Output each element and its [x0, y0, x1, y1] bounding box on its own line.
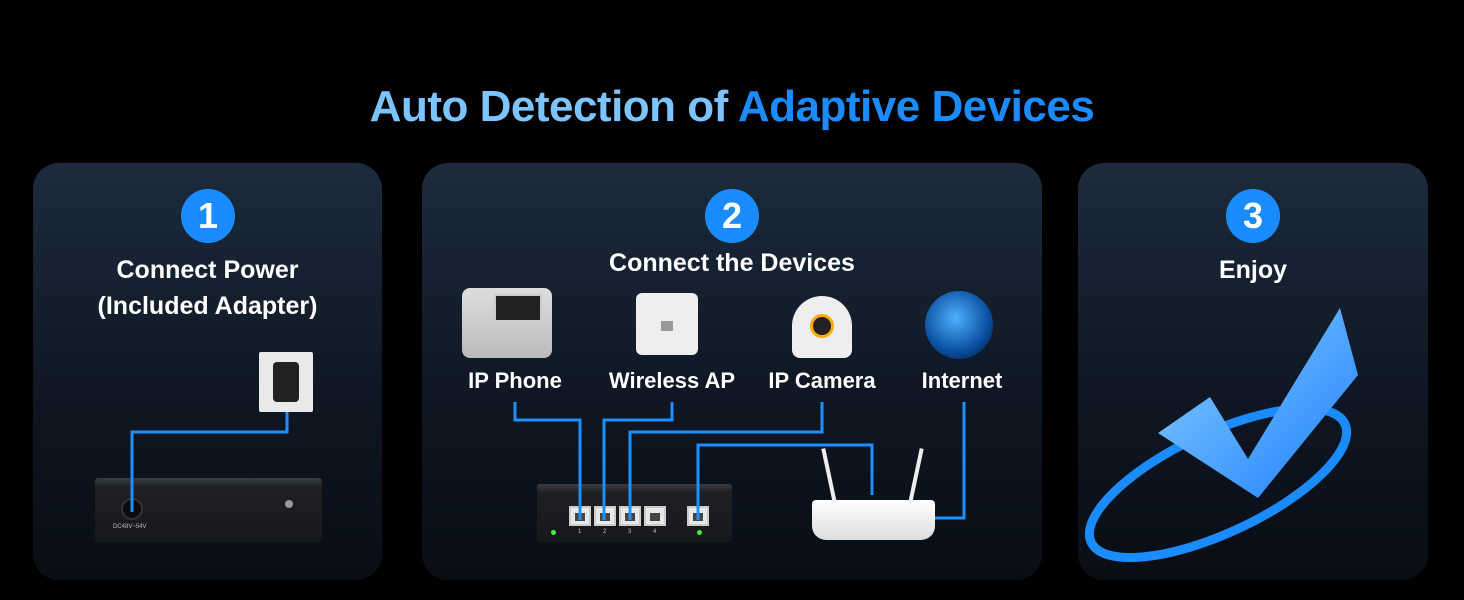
ip-phone-icon: [462, 288, 552, 358]
wall-outlet-adapter: [259, 352, 313, 412]
router-icon: [812, 500, 935, 540]
device-label: Wireless AP: [608, 368, 736, 393]
device-label: IP Phone: [468, 368, 562, 393]
step-2-card: 2 Connect the Devices IP Phone Wireless …: [422, 163, 1042, 580]
adapter-icon: [273, 362, 299, 402]
step-3-card: 3 Enjoy: [1078, 163, 1428, 580]
step-title: Connect Power: [116, 256, 299, 284]
internet-globe-icon: [925, 291, 993, 359]
checkmark-icon: [1084, 308, 1358, 563]
step-number-badge: 3: [1226, 189, 1280, 243]
uplink-led: [697, 530, 702, 535]
port-4: [644, 506, 666, 526]
step-title: Connect the Devices: [609, 249, 855, 277]
step-number-badge: 2: [705, 189, 759, 243]
ip-camera-icon: [792, 296, 852, 358]
step-subtitle: (Included Adapter): [97, 292, 318, 320]
device-label: Internet: [921, 368, 1003, 393]
device-label: IP Camera: [768, 368, 876, 393]
wireless-ap-icon: [636, 293, 698, 355]
step-number-badge: 1: [181, 189, 235, 243]
page-title: Auto Detection of Adaptive Devices: [369, 82, 1095, 131]
power-led: [551, 530, 556, 535]
ground-screw-icon: [285, 500, 293, 508]
step-title: Enjoy: [1218, 256, 1288, 284]
